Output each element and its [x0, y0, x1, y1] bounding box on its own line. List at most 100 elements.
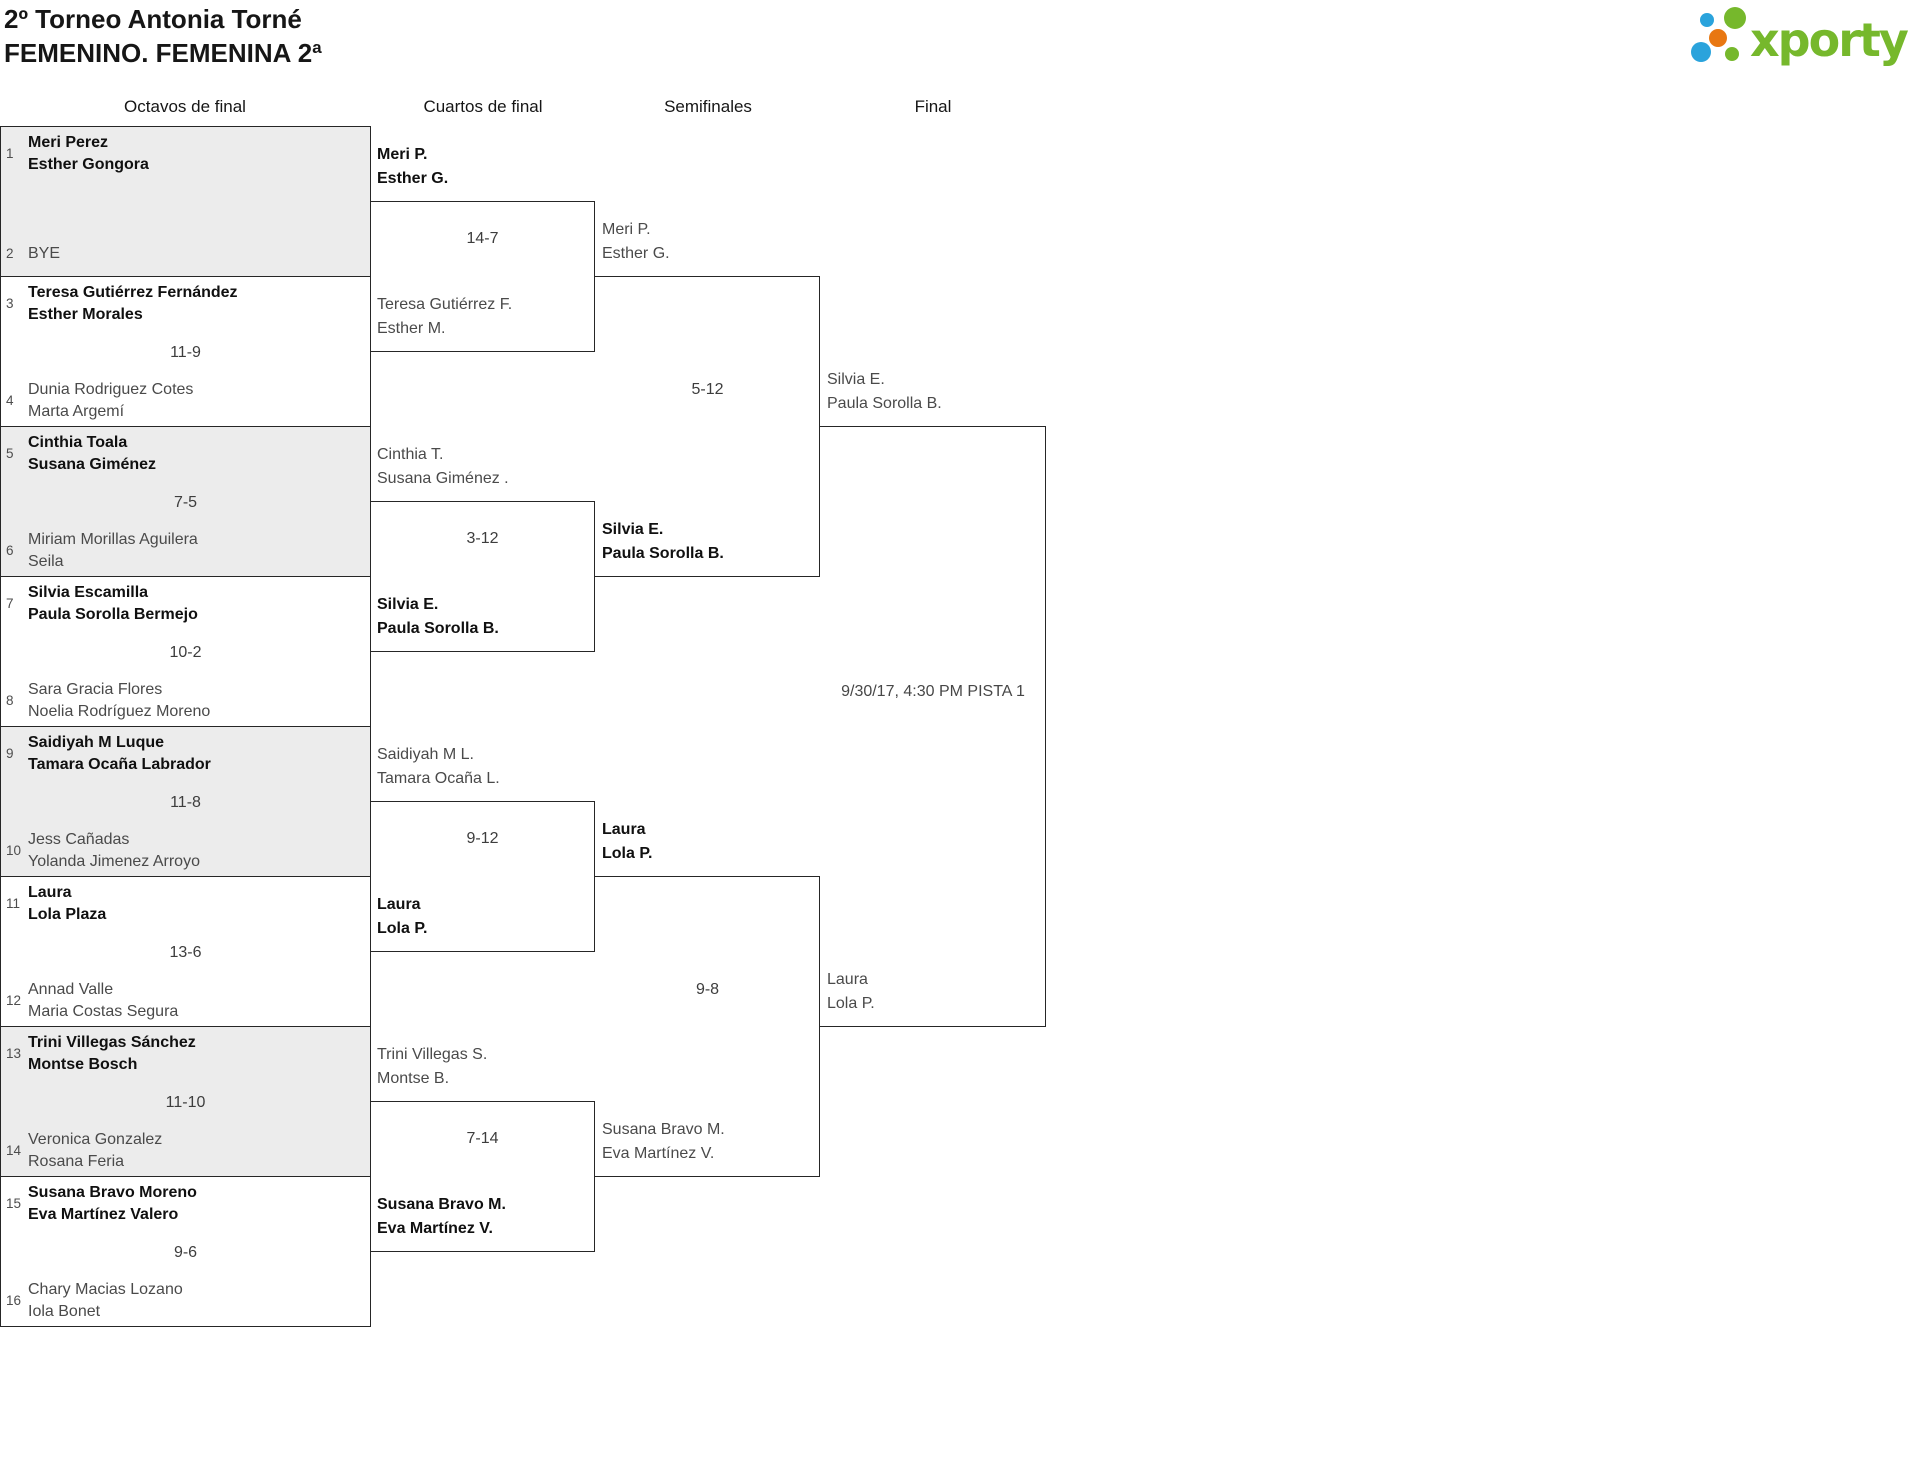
player-name: Teresa Gutiérrez F. [377, 296, 513, 313]
seed-number: 16 [6, 1293, 22, 1308]
round-header-semifinales: Semifinales [664, 97, 752, 116]
player-name: Eva Martínez V. [602, 1145, 715, 1162]
player-name: Esther G. [602, 245, 670, 262]
player-name: Saidiyah M Luque [28, 734, 165, 751]
team-slot-qf1-top[interactable]: Meri P. Esther G. [377, 143, 591, 191]
team-slot-qf4-bottom[interactable]: Susana Bravo M. Eva Martínez V. [377, 1193, 591, 1241]
match-connector-sf2 [595, 876, 820, 1177]
logo-dot-green-large [1724, 7, 1746, 29]
player-name: Meri P. [377, 146, 428, 163]
player-name: Jess Cañadas [28, 831, 130, 848]
player-name: Yolanda Jimenez Arroyo [28, 852, 200, 870]
seed-number: 3 [6, 296, 14, 311]
player-name: Miriam Morillas Aguilera [28, 531, 198, 548]
player-name: Teresa Gutiérrez Fernández [28, 284, 238, 301]
player-name: Montse B. [377, 1070, 450, 1087]
match-score: 11-8 [170, 794, 201, 811]
logo-dot-green-small [1725, 47, 1739, 61]
logo-dot-blue-small [1700, 13, 1714, 27]
player-name: Paula Sorolla Bermejo [28, 605, 198, 623]
xporty-logo[interactable]: xporty [1685, 0, 1920, 80]
round-header-octavos: Octavos de final [124, 97, 246, 116]
player-name: Lola P. [377, 920, 428, 937]
player-name: Esther Morales [28, 305, 143, 323]
round-header-final: Final [914, 97, 952, 116]
player-name: Esther G. [377, 170, 449, 187]
match-score: 11-10 [165, 1094, 206, 1111]
seed-number: 10 [6, 843, 22, 858]
logo-dot-orange [1709, 29, 1727, 47]
match-connector-qf1 [370, 201, 595, 352]
player-name: Susana Giménez [28, 455, 157, 473]
player-name: Noelia Rodríguez Moreno [28, 702, 211, 720]
player-name: Paula Sorolla B. [377, 620, 499, 637]
team-slot-qf2-bottom[interactable]: Silvia E.Paula Sorolla B. [377, 593, 591, 641]
seed-number: 11 [6, 896, 21, 911]
seed-number: 14 [6, 1143, 22, 1158]
match-score: 9-6 [173, 1244, 198, 1261]
match-score: 13-6 [169, 944, 202, 961]
match-connector-final [820, 426, 1046, 1027]
team-slot-sf1-top[interactable]: Meri P.Esther G. [602, 218, 816, 266]
team-slot-qf4-top[interactable]: Trini Villegas S.Montse B. [377, 1043, 591, 1091]
player-name: Cinthia T. [377, 446, 444, 463]
page-title: 2º Torneo Antonia Torné FEMENINO. FEMENI… [4, 2, 322, 70]
player-name: Paula Sorolla B. [602, 545, 724, 562]
player-name: Esther M. [377, 320, 446, 337]
team-slot-qf2-top[interactable]: Cinthia T. Susana Giménez . [377, 443, 591, 491]
seed-number: 1 [6, 146, 14, 161]
player-name: Eva Martínez V. [377, 1220, 493, 1237]
team-slot-sf1-bottom[interactable]: Silvia E. Paula Sorolla B. [602, 518, 816, 566]
player-name: Lola P. [602, 845, 653, 862]
player-name: Rosana Feria [28, 1152, 125, 1170]
player-name: Annad Valle [28, 981, 114, 998]
player-name: Seila [28, 552, 64, 570]
seed-number: 13 [6, 1046, 22, 1061]
seed-number: 7 [6, 596, 14, 611]
team-slot-qf1-bottom[interactable]: Teresa Gutiérrez F. Esther M. [377, 293, 591, 341]
player-name: BYE [28, 244, 61, 262]
team-slot-sf2-bottom[interactable]: Susana Bravo M.Eva Martínez V. [602, 1118, 816, 1166]
logo-wordmark: xporty [1750, 13, 1909, 67]
seed-number: 8 [6, 693, 14, 708]
player-name: Susana Bravo M. [377, 1196, 506, 1213]
team-slot-final-top[interactable]: Silvia E.Paula Sorolla B. [827, 368, 1041, 416]
team-entry[interactable]: 2 BYE [1, 243, 60, 265]
match-score: 7-14 [466, 1130, 499, 1147]
seed-number: 5 [6, 446, 14, 461]
final-match-schedule: 9/30/17, 4:30 PM PISTA 1 [841, 683, 1025, 700]
match-score: 10-2 [169, 644, 202, 661]
player-name: Susana Giménez . [377, 470, 509, 487]
match-connector-qf2 [370, 501, 595, 652]
player-name: Maria Costas Segura [28, 1002, 179, 1020]
player-name: Lola P. [827, 995, 875, 1012]
seed-number: 9 [6, 746, 14, 761]
match-connector-qf4 [370, 1101, 595, 1252]
player-name: Silvia E. [602, 521, 664, 538]
team-slot-qf3-top[interactable]: Saidiyah M L.Tamara Ocaña L. [377, 743, 591, 791]
round-header-cuartos: Cuartos de final [423, 97, 543, 116]
player-name: Tamara Ocaña Labrador [28, 755, 211, 773]
match-score: 9-12 [466, 830, 499, 847]
category-subtitle: FEMENINO. FEMENINA 2ª [4, 38, 322, 68]
